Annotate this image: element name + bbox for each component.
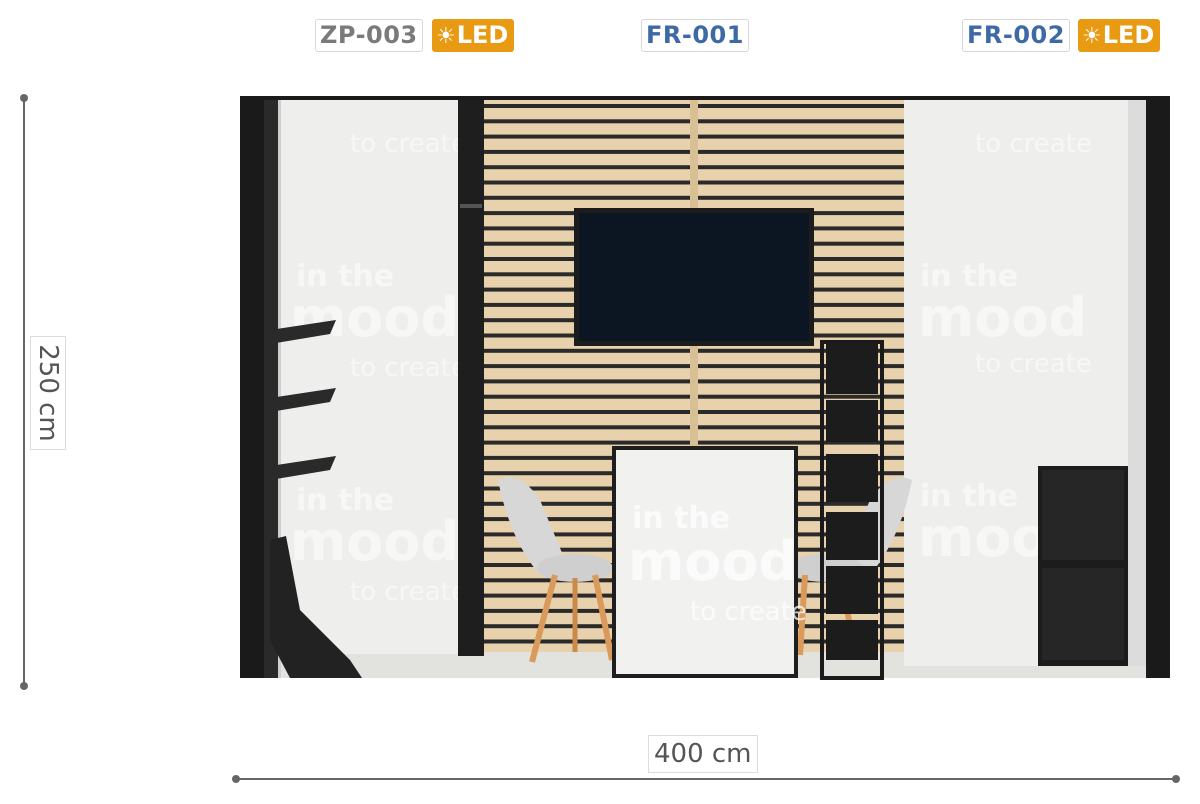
watermark-text: in the bbox=[296, 483, 394, 518]
width-dimension-line bbox=[232, 775, 1180, 783]
chair-left bbox=[498, 477, 615, 663]
width-dimension-label: 400 cm bbox=[648, 735, 758, 773]
watermark-text: mood bbox=[290, 510, 459, 573]
watermark-text: to create bbox=[975, 349, 1092, 379]
watermark-group: in the mood to create in the mood to cre… bbox=[290, 129, 1092, 607]
sun-icon: ☀ bbox=[436, 24, 456, 49]
left-frame bbox=[240, 96, 484, 678]
led-label-left: LED bbox=[456, 21, 509, 49]
led-badge-left: ☀LED bbox=[432, 19, 515, 52]
right-frame bbox=[240, 96, 1170, 678]
watermark-text: to create bbox=[350, 577, 467, 607]
watermark-text: in the bbox=[632, 501, 730, 536]
brochure-stand bbox=[820, 340, 884, 680]
watermark-text: to create bbox=[350, 129, 467, 159]
watermark-text: in the bbox=[920, 479, 1018, 514]
watermark-text: in the bbox=[920, 259, 1018, 294]
watermark-text: mood bbox=[628, 530, 797, 593]
led-badge-right: ☀LED bbox=[1078, 19, 1161, 52]
watermark-text: to create bbox=[690, 597, 807, 627]
counter-watermark: in the mood to create bbox=[628, 501, 807, 627]
height-dimension-line bbox=[20, 94, 28, 690]
watermark-text: in the bbox=[296, 259, 394, 294]
sun-icon: ☀ bbox=[1082, 24, 1102, 49]
watermark-text: mood bbox=[918, 286, 1087, 349]
watermark-text: mood bbox=[290, 286, 459, 349]
watermark-text: to create bbox=[975, 129, 1092, 159]
label-zp-003: ZP-003 bbox=[315, 19, 423, 52]
height-dimension-label: 250 cm bbox=[30, 336, 66, 450]
led-label-right: LED bbox=[1102, 21, 1155, 49]
tv-screen bbox=[574, 208, 814, 346]
storage-cabinet bbox=[1038, 466, 1128, 666]
wall-shelves bbox=[264, 320, 336, 490]
height-dimension-text: 250 cm bbox=[33, 344, 63, 442]
watermark-text: to create bbox=[350, 353, 467, 383]
label-fr-001: FR-001 bbox=[641, 19, 749, 52]
left-wall-panel bbox=[276, 96, 462, 654]
brochure-stand-left bbox=[270, 536, 362, 678]
info-counter bbox=[612, 446, 798, 678]
label-fr-002: FR-002 bbox=[962, 19, 1070, 52]
